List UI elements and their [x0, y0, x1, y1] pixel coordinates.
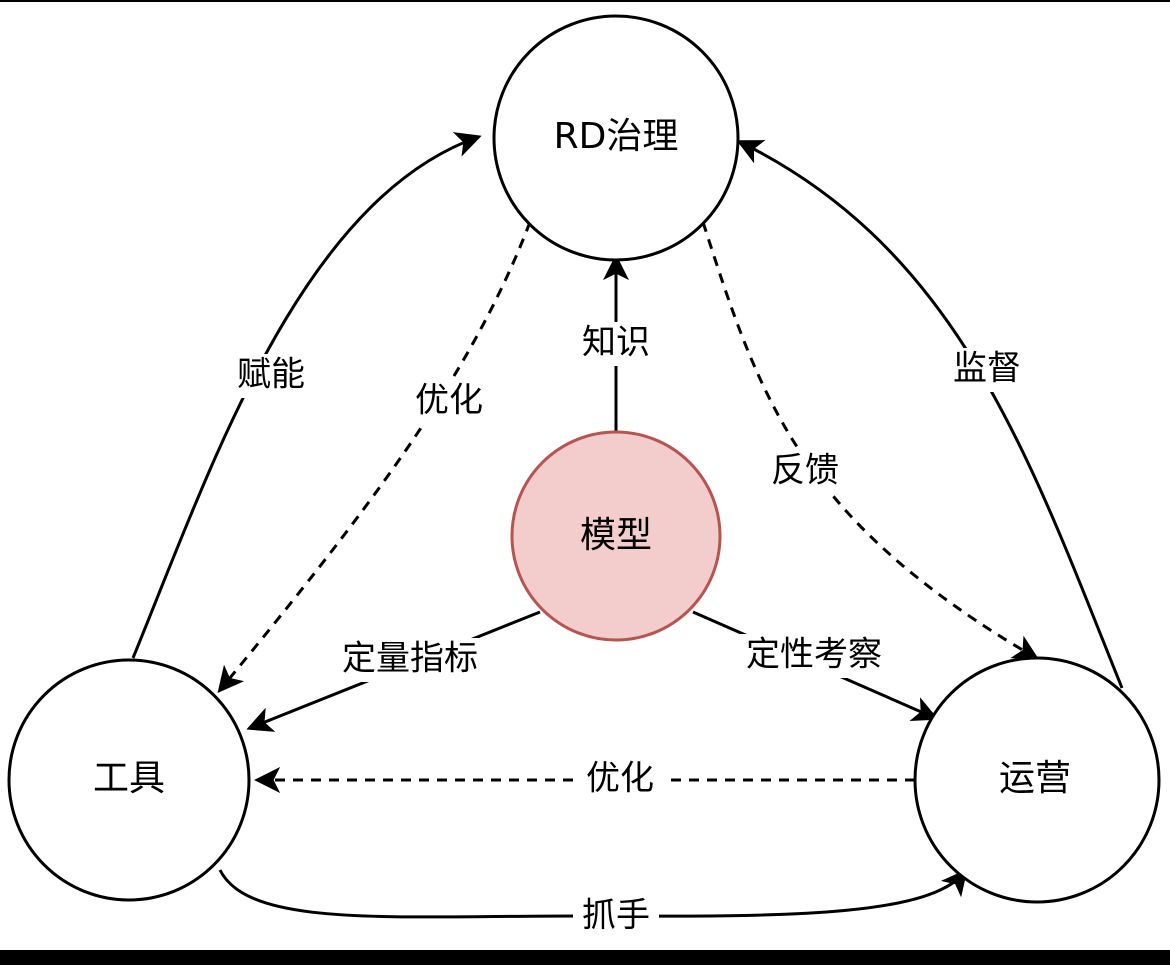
label-optimize-rd-tools-group: 优化	[406, 380, 492, 424]
label-knowledge-group: 知识	[574, 322, 658, 366]
node-ops: 运营	[913, 656, 1161, 904]
node-rd: RD治理	[492, 14, 740, 262]
edge-label-grip: 抓手	[582, 896, 650, 936]
bottom-border	[0, 950, 1170, 965]
label-grip-group: 抓手	[573, 895, 659, 939]
node-ops-circle	[913, 656, 1161, 904]
node-rd-circle	[492, 14, 740, 262]
edge-label-optimize-rd-tools: 优化	[415, 381, 483, 421]
node-tools-label: 工具	[93, 758, 165, 799]
edge-label-knowledge: 知识	[582, 323, 650, 363]
node-tools: 工具	[7, 658, 251, 902]
edge-label-empower: 赋能	[237, 355, 305, 395]
edge-label-supervise: 监督	[953, 349, 1021, 389]
edge-supervise	[736, 140, 1124, 689]
label-qual-review-group: 定性考察	[734, 634, 894, 678]
edge-feedback	[701, 221, 1040, 660]
label-optimize-ops-tools-group: 优化	[577, 758, 663, 802]
node-model-circle	[510, 430, 722, 642]
label-supervise-group: 监督	[944, 348, 1030, 392]
top-border	[0, 0, 1170, 2]
edge-label-quant-metrics: 定量指标	[342, 639, 478, 679]
label-empower-group: 赋能	[228, 354, 314, 398]
node-ops-label: 运营	[999, 758, 1071, 799]
edge-empower	[131, 132, 482, 659]
edge-optimize-rd-tools	[217, 221, 532, 694]
node-model-label: 模型	[580, 515, 652, 556]
label-feedback-group: 反馈	[762, 450, 848, 494]
node-model: 模型	[510, 430, 722, 642]
label-quant-metrics-group: 定量指标	[330, 638, 490, 682]
edge-label-qual-review: 定性考察	[746, 635, 882, 675]
edge-label-optimize-ops-tools: 优化	[586, 759, 654, 799]
node-rd-label: RD治理	[554, 116, 679, 157]
node-tools-circle	[7, 658, 251, 902]
edge-label-feedback: 反馈	[771, 451, 839, 491]
